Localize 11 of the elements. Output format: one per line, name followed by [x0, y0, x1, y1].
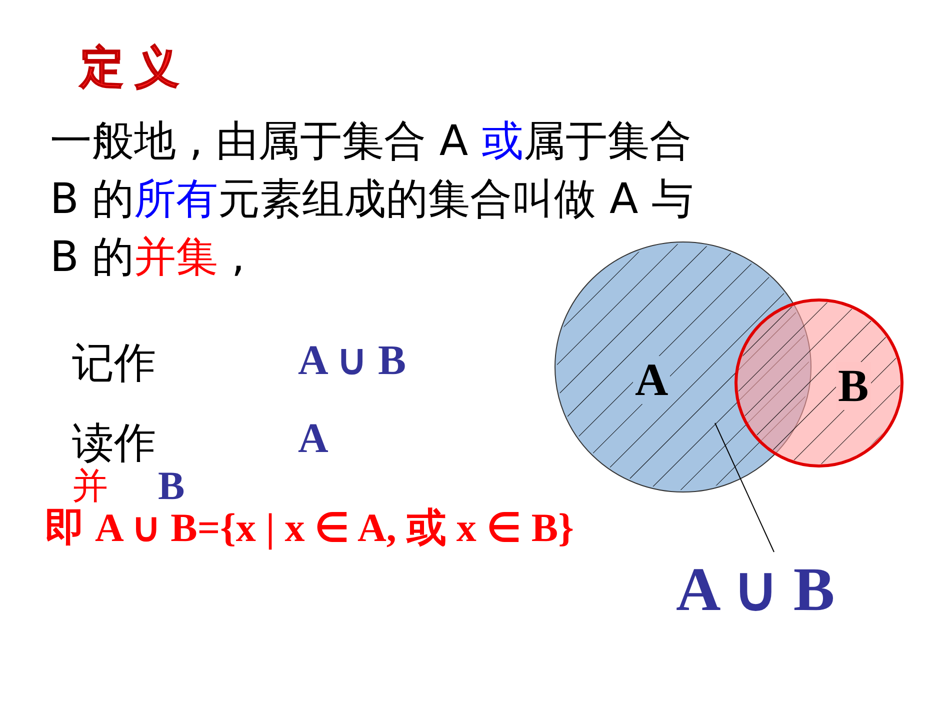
- set-letter: A: [633, 356, 670, 404]
- notation-label: 记作: [72, 337, 156, 389]
- set-letter: B: [836, 362, 871, 410]
- union-symbol-text: A ∪ B: [298, 337, 406, 385]
- set-b-circle: [736, 300, 902, 466]
- union-label: A ∪ B: [676, 552, 835, 626]
- reading-label: 读作: [72, 417, 156, 468]
- definition-paragraph: 一般地 , 由属于集合 A 或属于集合 B 的所有元素组成的集合叫做 A 与 B 的并集 ,: [50, 115, 695, 283]
- set-letter: A: [298, 415, 328, 463]
- leader-line: [714, 422, 774, 552]
- heading: 定 义: [80, 42, 179, 94]
